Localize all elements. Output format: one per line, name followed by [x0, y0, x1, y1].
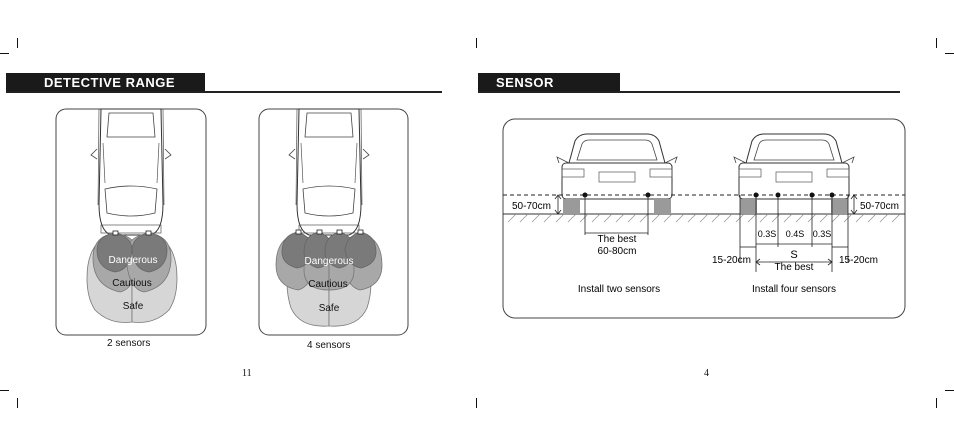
- zone-label-cautious: Cautious: [112, 278, 151, 289]
- edge-label-right: 15-20cm: [839, 255, 878, 266]
- zone-label-safe: Safe: [319, 303, 340, 314]
- crop-mark: [945, 390, 954, 391]
- zone-label-dangerous: Dangerous: [305, 256, 354, 267]
- crop-mark: [17, 398, 18, 408]
- crop-mark: [936, 398, 937, 408]
- spacing-inner: 0.4S: [786, 229, 805, 239]
- crop-mark: [476, 38, 477, 48]
- caption-install-four: Install four sensors: [752, 284, 836, 295]
- crop-mark: [936, 38, 937, 48]
- zone-label-cautious: Cautious: [308, 279, 347, 290]
- crop-mark: [0, 53, 9, 54]
- height-label-right: 50-70cm: [860, 201, 899, 212]
- detection-range-diagram: Dangerous Cautious Safe Dangerous Cautio…: [55, 108, 409, 336]
- sensor-dot: [775, 192, 781, 198]
- section-title: SENSOR POSITION: [478, 73, 620, 110]
- page-number: 4: [704, 368, 709, 379]
- spacing-outer-right: 0.3S: [813, 229, 832, 239]
- zone-label-safe: Safe: [123, 301, 144, 312]
- zone-label-dangerous: Dangerous: [109, 255, 158, 266]
- caption-install-two: Install two sensors: [578, 284, 660, 295]
- sensor-position-panel: [502, 118, 906, 319]
- spacing-outer-left: 0.3S: [758, 229, 777, 239]
- sensor-dot: [809, 192, 815, 198]
- four-sensor-zones: [275, 229, 383, 327]
- section-title: DETECTIVE RANGE: [6, 73, 205, 93]
- two-sensor-zones: [86, 230, 178, 323]
- edge-label-left: 15-20cm: [712, 255, 751, 266]
- page-number: 11: [242, 368, 252, 379]
- sensor-dot: [753, 192, 759, 198]
- sensor-dot: [829, 192, 835, 198]
- height-label-left: 50-70cm: [512, 201, 551, 212]
- crop-mark: [17, 38, 18, 48]
- crop-mark: [476, 398, 477, 408]
- header-rule: [6, 91, 442, 93]
- span-symbol: S: [790, 249, 797, 261]
- header-rule: [478, 91, 900, 93]
- best-label-four: The best: [775, 262, 814, 273]
- crop-mark: [0, 390, 9, 391]
- caption-two-sensors: 2 sensors: [107, 338, 151, 349]
- crop-mark: [945, 53, 954, 54]
- sensor-position-diagram: 50-70cm 50-70cm The best 60-80cm 0.3S 0.…: [502, 118, 906, 319]
- caption-four-sensors: 4 sensors: [307, 340, 351, 351]
- best-label: The best: [598, 234, 637, 245]
- best-range: 60-80cm: [598, 246, 637, 257]
